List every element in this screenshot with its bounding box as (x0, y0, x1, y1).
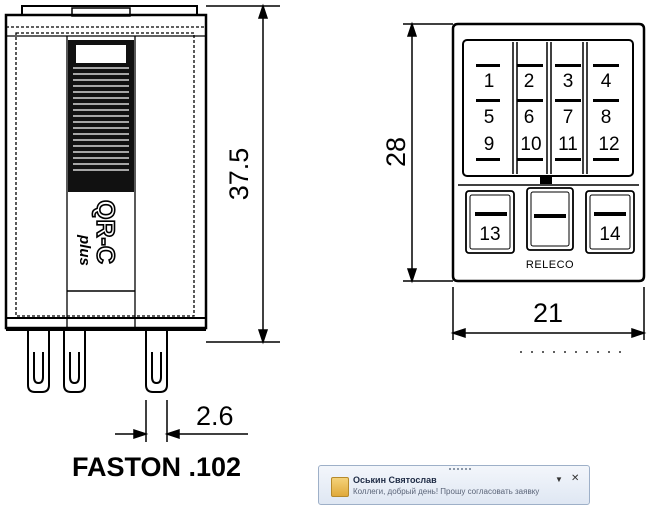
lever-ridges (73, 67, 129, 171)
pin-label: 4 (601, 71, 612, 92)
pin-label: 7 (563, 107, 574, 128)
relay-side-view (4, 3, 280, 442)
pin-width-dimension (115, 400, 248, 442)
brand-label: QR-C (91, 200, 119, 264)
relay-top-view (403, 21, 647, 353)
drag-grip[interactable] (449, 468, 471, 470)
maker-label: RELECO (526, 259, 574, 271)
pin-label: 5 (484, 107, 495, 128)
sender-avatar-icon (331, 477, 349, 497)
pin-width-label: 2.6 (196, 401, 234, 431)
notification-preview[interactable]: Коллеги, добрый день! Прошу согласовать … (353, 487, 540, 496)
faston-terminals (27, 330, 168, 393)
pin-label: 6 (524, 107, 535, 128)
brand-sub-label: plus (76, 234, 93, 266)
pin-slots (476, 64, 619, 161)
pin-label: 12 (598, 134, 619, 155)
pin-label: 10 (520, 134, 541, 155)
notification-popup[interactable]: Оськин Святослав Коллеги, добрый день! П… (318, 465, 590, 505)
close-icon[interactable]: ✕ (571, 473, 580, 484)
pin-label: 3 (563, 71, 574, 92)
top-width-label: 21 (533, 298, 563, 328)
pin-label: 2 (524, 71, 535, 92)
pin-label: 1 (484, 71, 495, 92)
top-width-dimension (450, 287, 647, 353)
height-dimension (206, 3, 280, 345)
dropdown-arrow-icon[interactable]: ▼ (555, 475, 563, 484)
height-dimension-label: 37.5 (224, 148, 254, 201)
notification-sender: Оськин Святослав (353, 475, 437, 485)
terminal-type-label: FASTON .102 (72, 452, 242, 482)
top-height-label: 28 (381, 137, 411, 167)
top-height-dimension (403, 21, 453, 284)
pin-label: 9 (484, 134, 495, 155)
pin-label: 8 (601, 107, 612, 128)
coil-pin-label: 14 (599, 224, 621, 245)
pin-label: 11 (558, 134, 578, 155)
coil-pin-label: 13 (479, 224, 500, 245)
